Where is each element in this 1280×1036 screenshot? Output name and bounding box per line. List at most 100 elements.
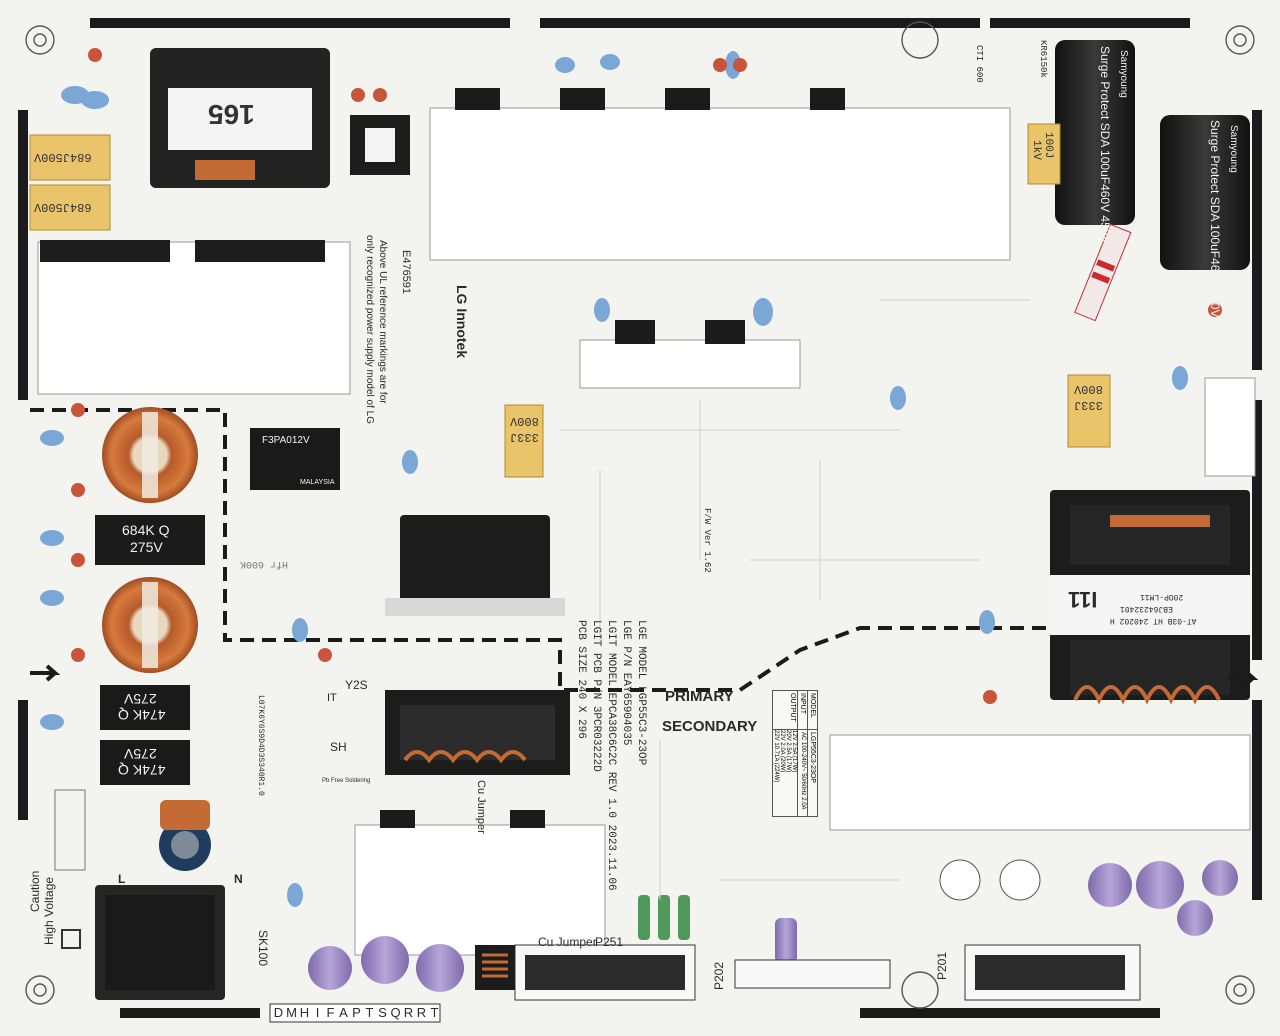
ul-note-line-1: Above UL reference markings are for xyxy=(377,240,388,404)
connector-letter: Q xyxy=(390,1005,401,1020)
x-cap-5 xyxy=(100,740,190,785)
ul-note-line-2: only recognized power supply model of LG xyxy=(364,235,375,424)
secondary-label: SECONDARY xyxy=(662,718,758,735)
border-top-left xyxy=(90,18,510,28)
x-cap-5-label-1: 474K Q xyxy=(118,762,166,778)
x-cap-3-label-1: 684K Q xyxy=(122,522,170,538)
film-cap-1-label-1: 333J xyxy=(510,430,539,444)
pb-free-label: Pb Free Soldering xyxy=(322,778,371,784)
p251-label: P251 xyxy=(595,935,624,949)
primary-label: PRIMARY xyxy=(665,688,734,705)
film-cap-3-label-2: 1kV xyxy=(1030,140,1042,160)
spec-table: MODEL LGP55C3-23OP INPUT AC 100-240V~ 50… xyxy=(772,690,818,817)
sk100-label: SK100 xyxy=(256,930,270,967)
spec-output-row: 12V 2.5A (17W) xyxy=(791,730,797,773)
spec-output-row: 20V 2.5A (17W) xyxy=(785,730,791,773)
heatsink-bottom-center xyxy=(354,824,606,956)
spec-model-label: MODEL xyxy=(808,691,817,730)
pfc-inductor xyxy=(400,515,550,610)
film-cap-1-label-2: 800V xyxy=(510,414,539,428)
heatsink-left xyxy=(37,241,351,395)
connector-letter-row: D M H I F A P T S Q R R T xyxy=(272,1005,441,1020)
border-top-right xyxy=(990,18,1190,28)
model-line-4: LGIT PCB P/N 3PCR03222D xyxy=(590,620,602,772)
film-cap-4-label: Hfr 600K xyxy=(240,558,289,569)
bulk-cap-1-label: Surge Protect SDA 100uF460V 450V xyxy=(1098,46,1112,244)
connector-letter: I xyxy=(315,1005,320,1020)
relay-label-2: MALAYSIA xyxy=(300,479,335,486)
connector-letter: T xyxy=(430,1005,439,1020)
sh-label: SH xyxy=(330,740,347,754)
spec-output-row: 22V 2.0A (20W) xyxy=(779,730,785,773)
bulk-capacitor-2 xyxy=(1160,115,1250,270)
relay xyxy=(250,428,340,490)
connector-letter: T xyxy=(365,1005,374,1020)
x-cap-4 xyxy=(100,685,190,730)
film-cap-1 xyxy=(504,404,544,478)
live-marker: L xyxy=(118,872,126,886)
lg-innotek-logo: LG Innotek xyxy=(454,285,470,359)
kr-code: KR6150k xyxy=(1038,40,1048,78)
connector-letter: D xyxy=(273,1005,284,1020)
film-cap-2 xyxy=(1067,374,1111,448)
film-cap-3 xyxy=(1027,123,1061,185)
x-cap-5-label-2: 275V xyxy=(124,746,157,762)
x-cap-1 xyxy=(29,134,111,181)
caution-line-2: High Voltage xyxy=(42,876,56,945)
model-line-3: LGIT MODEL EPCA38C6C2C REV 1.0 2023.11.0… xyxy=(605,620,617,891)
p202-label: P202 xyxy=(712,961,726,990)
connector-letter: R xyxy=(403,1005,414,1020)
spec-output-label: OUTPUT xyxy=(773,691,797,730)
mounting-hole xyxy=(25,21,1255,1009)
spec-input-value: AC 100-240V~ 50/60Hz 2.0A xyxy=(800,732,806,810)
pfc-transformer-label: 165 xyxy=(208,99,255,130)
x-cap-4-label-1: 474K Q xyxy=(118,707,166,723)
caution-line-1: Caution xyxy=(28,870,42,912)
output-capacitors xyxy=(308,859,1238,992)
model-line-5: PCB SIZE 240 X 296 xyxy=(575,620,587,739)
connector-letter: H xyxy=(299,1005,310,1020)
neutral-marker: N xyxy=(234,872,243,886)
secondary-transformer-label-3: EBJ64232401 xyxy=(1120,604,1173,613)
relay-label-1: F3PA012V xyxy=(262,435,310,446)
x-cap-2-label: 684J500V xyxy=(34,200,92,214)
model-line-2: LGE P/N EAY65904035 xyxy=(620,620,632,746)
ul-cert-number: E476591 xyxy=(400,250,412,295)
connector-p202 xyxy=(734,959,891,989)
connector-letter: F xyxy=(326,1005,335,1020)
x-cap-2 xyxy=(29,184,111,231)
cu-jumper-top-label: Cu Jumper xyxy=(475,780,487,834)
it-label: IT xyxy=(327,692,337,704)
model-block: LGE MODEL LGP55C3-23OP LGE P/N EAY659040… xyxy=(573,620,648,940)
secondary-transformer-label-2: AT-03B HT 240202 H xyxy=(1110,616,1197,625)
x-cap-3-label-2: 275V xyxy=(130,539,163,555)
film-cap-2-label-1: 333J xyxy=(1074,398,1103,412)
connector-letter: M xyxy=(286,1005,297,1020)
border-top-mid xyxy=(540,18,980,28)
x-cap-3 xyxy=(95,515,205,565)
p201-label: P201 xyxy=(935,951,949,980)
film-cap-2-label-2: 800V xyxy=(1074,382,1103,396)
y2s-label: Y2S xyxy=(345,678,368,692)
spec-output-row: 22V 10.71A (224W) xyxy=(773,730,779,783)
connector-letter: S xyxy=(378,1005,387,1020)
small-capacitors xyxy=(71,48,1222,704)
spec-input-label: INPUT xyxy=(798,691,807,730)
connector-letter: A xyxy=(339,1005,348,1020)
x-cap-4-label-2: 275V xyxy=(124,691,157,707)
x-cap-1-label: 684J500V xyxy=(34,150,92,164)
spec-model-value: LGP55C3-23OP xyxy=(809,732,816,783)
heatsink-secondary xyxy=(829,734,1251,831)
board-code: L07K6Y6S9D4D3S340R1.0 xyxy=(256,695,265,796)
film-cap-3-label-1: 100J xyxy=(1042,132,1054,159)
bulk-cap-brand-2: Samyoung xyxy=(1228,125,1239,173)
secondary-transformer-label-1: I11 xyxy=(1068,587,1098,612)
bulk-cap-2-label: Surge Protect SDA 100uF460V 450V xyxy=(1208,120,1222,318)
heatsink-center xyxy=(429,107,1011,261)
connector-letter: R xyxy=(416,1005,427,1020)
model-line-1: LGE MODEL LGP55C3-23OP xyxy=(635,620,647,766)
ct-code: CTI 600 xyxy=(974,45,984,83)
fw-version: F/W Ver 1.62 xyxy=(702,508,712,573)
